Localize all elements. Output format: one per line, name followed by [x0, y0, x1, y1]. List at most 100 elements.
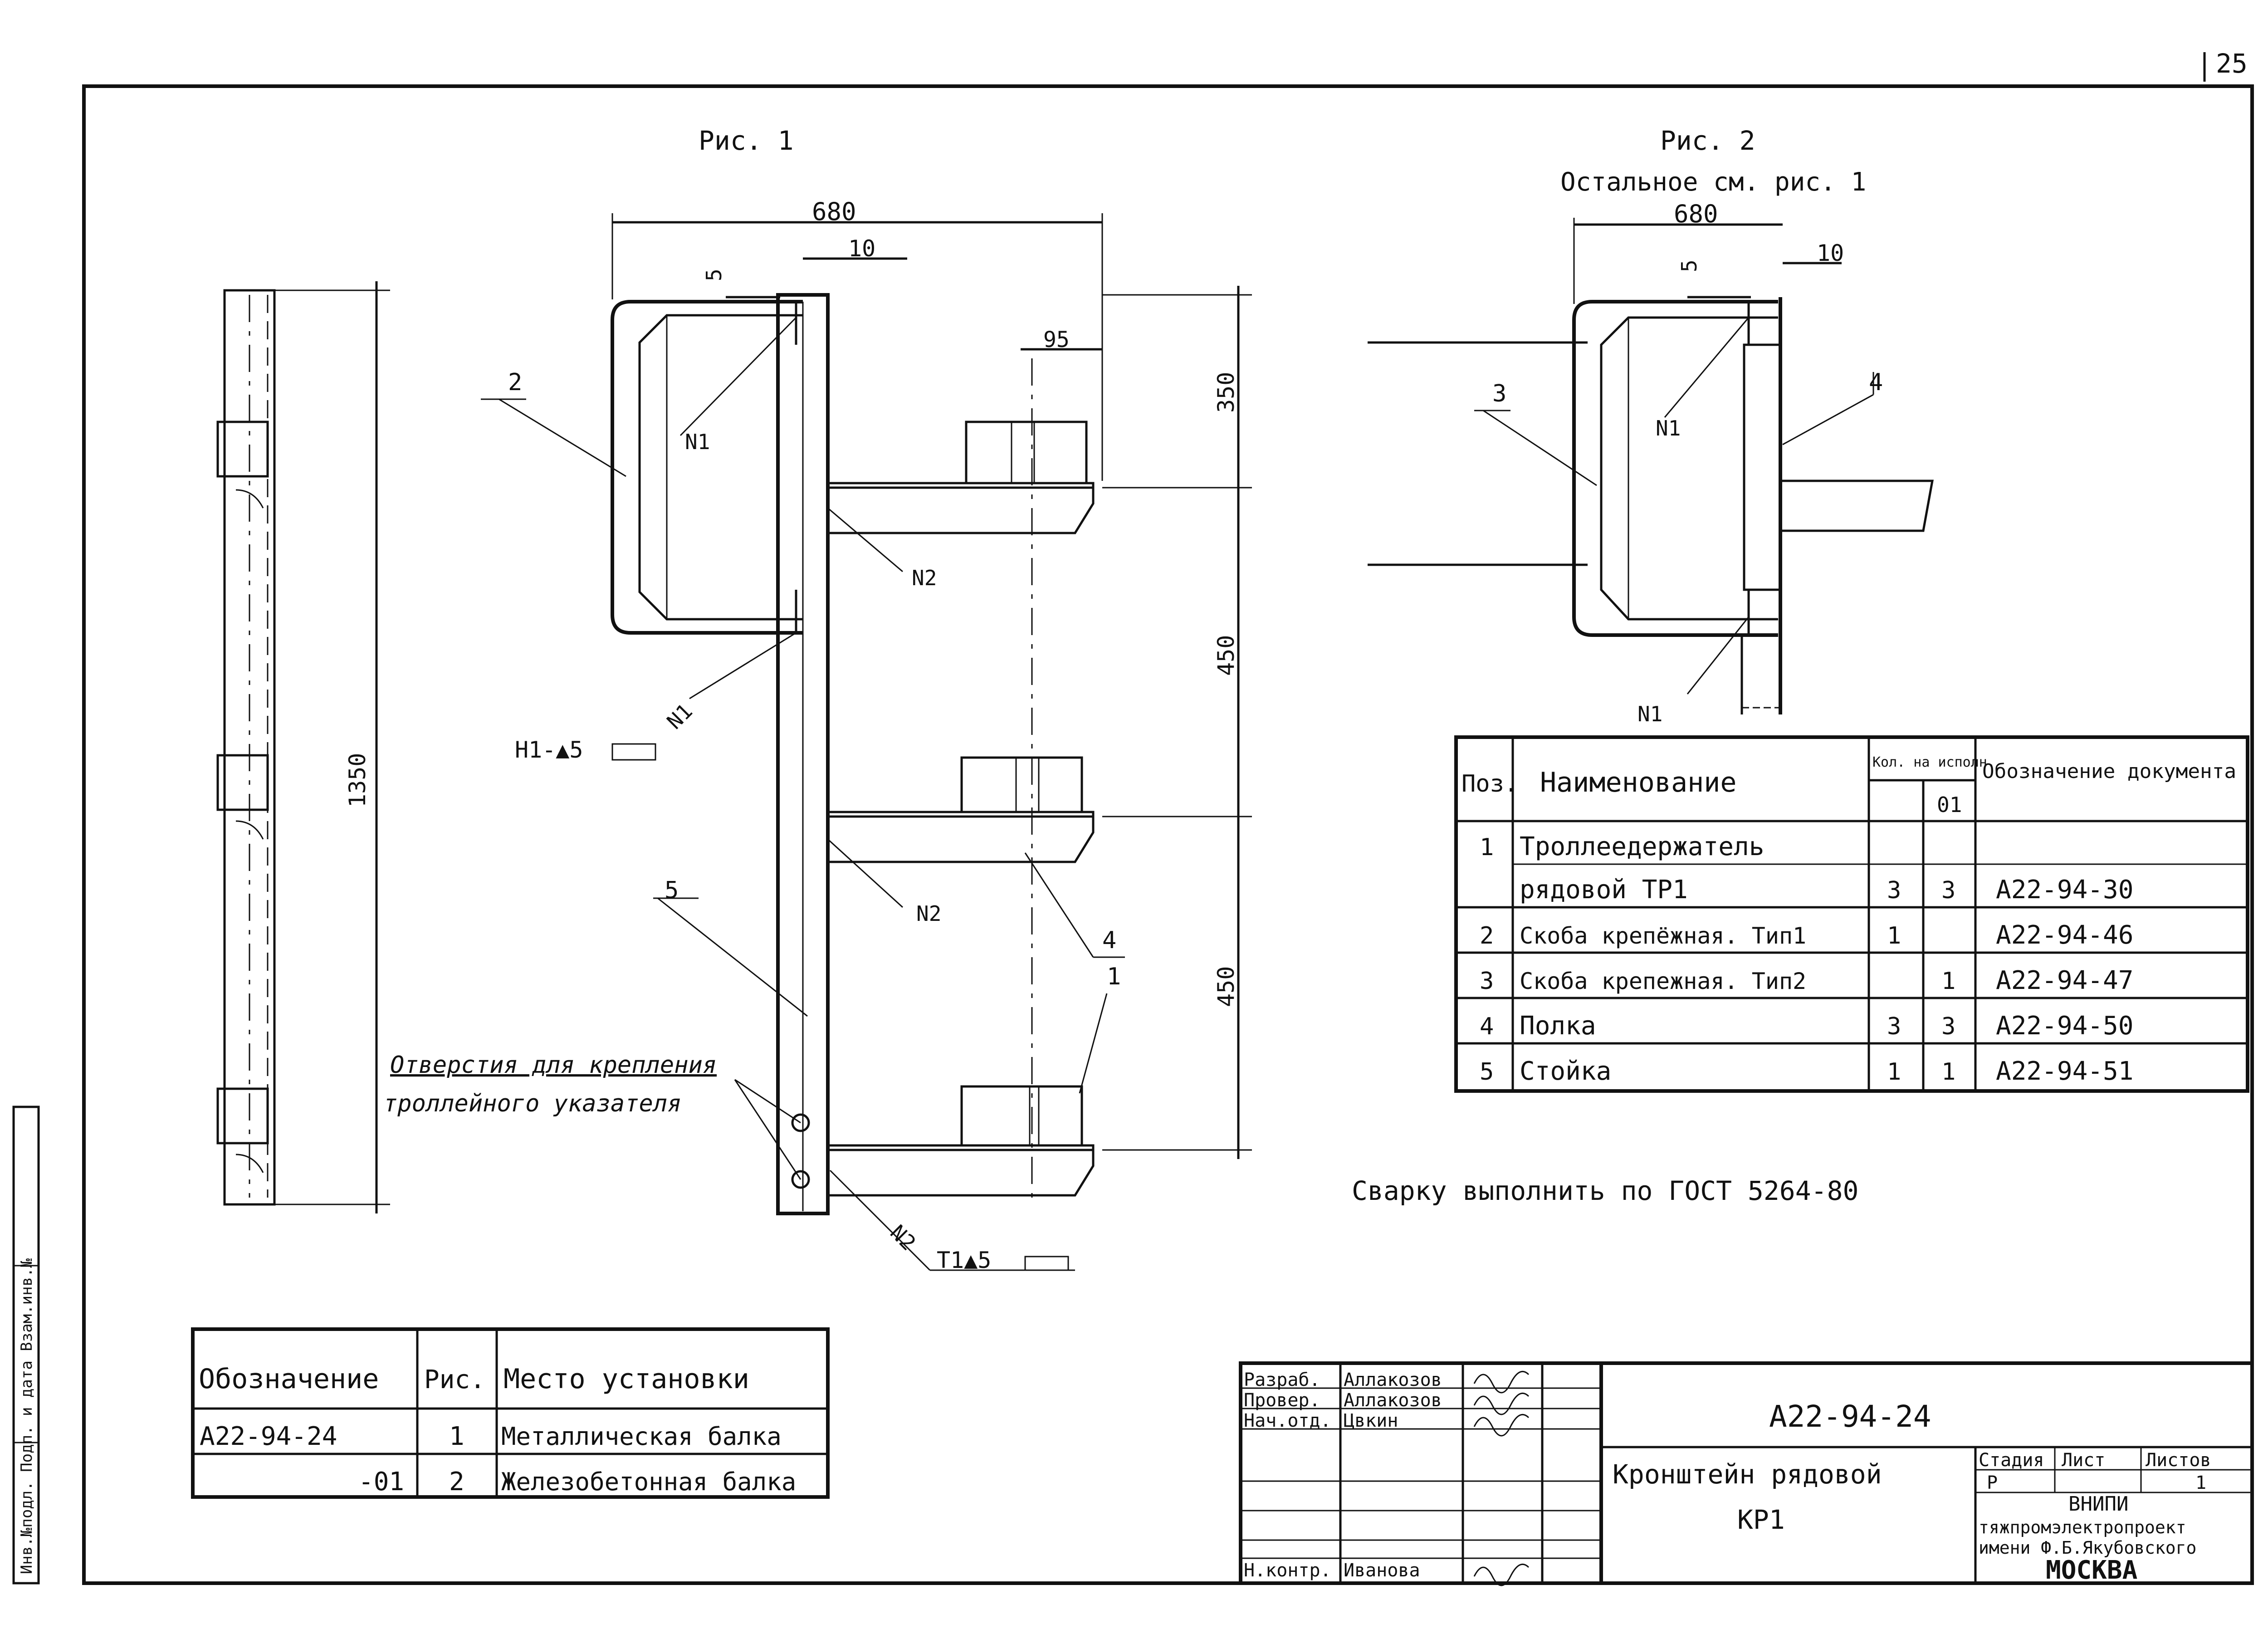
spec-row-q0: 3	[1887, 1013, 1901, 1040]
title-role: Провер.	[1244, 1390, 1320, 1411]
fig2-subtitle: Остальное см. рис. 1	[1560, 167, 1866, 197]
spec-row-doc: А22-94-51	[1996, 1057, 2133, 1086]
title-name: Иванова	[1344, 1560, 1420, 1581]
fig2-weld-n1-a: N1	[1656, 416, 1681, 440]
fig2-dim-10: 10	[1817, 240, 1844, 266]
title-name: Цвкин	[1344, 1410, 1398, 1431]
title-item-name-2: КР1	[1737, 1504, 1785, 1535]
spec-header-qty-sub: 01	[1937, 793, 1962, 817]
spec-row-q1: 1	[1941, 1058, 1955, 1086]
fig1-dim-10: 10	[848, 235, 875, 262]
variant-header-fig: Рис.	[424, 1365, 485, 1394]
spec-row-q0: 1	[1887, 1058, 1901, 1086]
fig1-weld-n2-a: N2	[912, 566, 937, 590]
spec-row-name: Стойка	[1520, 1057, 1611, 1086]
fig2-callout-3: 3	[1492, 380, 1506, 407]
variant-row-place: Металлическая балка	[501, 1422, 782, 1451]
title-name: Аллакозов	[1344, 1390, 1442, 1411]
fig1-holes-note-2: троллейного указателя	[383, 1090, 681, 1117]
spec-row-name: рядовой ТР1	[1520, 875, 1688, 905]
spec-table	[1454, 735, 2249, 1093]
title-stage-value: Р	[1987, 1473, 1998, 1493]
fig1-dim-450a: 450	[1213, 635, 1239, 676]
spec-row-doc: А22-94-46	[1996, 920, 2133, 950]
fig2-title: Рис. 2	[1660, 125, 1755, 156]
variant-row-fig: 2	[449, 1467, 464, 1497]
fig1-callout-2: 2	[508, 369, 522, 396]
spec-row-q1: 3	[1941, 1013, 1955, 1040]
fig1-dim-680: 680	[812, 197, 856, 226]
fig1-dim-5: 5	[702, 269, 726, 281]
side-stamp: Инв.№подл. Подп. и дата Взам.инв.№	[12, 1106, 40, 1585]
title-sheets-value: 1	[2195, 1473, 2206, 1493]
spec-rows: 1 Троллеедержатель рядовой ТР1 3 3 А22-9…	[1480, 832, 2133, 1086]
side-stamp-text: Инв.№подл. Подп. и дата Взам.инв.№	[18, 1258, 36, 1574]
fig2-callout-4: 4	[1869, 369, 1883, 396]
title-org-3: имени Ф.Б.Якубовского	[1979, 1538, 2196, 1558]
spec-row-pos: 5	[1480, 1058, 1494, 1086]
fig1-callout-1: 1	[1107, 963, 1121, 990]
fig1-weld-n1-top: N1	[685, 430, 710, 454]
spec-row-pos: 4	[1480, 1013, 1494, 1040]
fig2-bracket-view	[1368, 218, 1934, 714]
spec-row-pos: 1	[1480, 834, 1494, 861]
fig1-weld-n2-b: N2	[916, 901, 941, 926]
title-org-1: ВНИПИ	[2068, 1492, 2128, 1516]
spec-row-doc: А22-94-50	[1996, 1011, 2133, 1041]
fig2-dim-5: 5	[1677, 259, 1701, 272]
spec-row-q0: 3	[1887, 877, 1901, 904]
title-sheets-label: Листов	[2146, 1450, 2211, 1471]
fig1-dim-450b: 450	[1213, 966, 1239, 1007]
title-designation: А22-94-24	[1769, 1399, 1931, 1434]
variant-header-doc: Обозначение	[199, 1363, 379, 1395]
title-role: Разраб.	[1244, 1370, 1320, 1390]
fig1-bracket-view	[611, 213, 1252, 1215]
spec-row-name: Троллеедержатель	[1520, 832, 1764, 861]
spec-row-pos: 3	[1480, 968, 1494, 995]
fig1-dim-1350: 1350	[344, 753, 371, 807]
title-role: Н.контр.	[1244, 1560, 1331, 1581]
spec-row-name: Скоба крепёжная. Тип1	[1520, 923, 1806, 949]
weld-note: Сварку выполнить по ГОСТ 5264-80	[1352, 1175, 1858, 1206]
title-sheet-label: Лист	[2062, 1450, 2105, 1471]
spec-header-name: Наименование	[1540, 767, 1736, 798]
fig1-callout-4: 4	[1102, 927, 1116, 954]
fig1-weld-t1-box	[1024, 1256, 1069, 1271]
signatures	[1473, 1370, 1530, 1586]
page-number: 25	[2216, 48, 2248, 79]
title-org-2: тяжпромэлектропроект	[1979, 1517, 2186, 1537]
variant-row-fig: 1	[449, 1422, 464, 1451]
spec-row-doc: А22-94-47	[1996, 966, 2133, 995]
fig1-weld-n2-c: N2	[885, 1220, 920, 1255]
fig1-side-view: 1350	[216, 281, 390, 1213]
title-role: Нач.отд.	[1244, 1410, 1331, 1431]
fig1-weld-h1: Н1-▲5	[515, 737, 583, 763]
variant-row-place: Железобетонная балка	[501, 1468, 796, 1496]
spec-header-doc: Обозначение документа	[1982, 760, 2236, 783]
fig1-title: Рис. 1	[699, 125, 794, 156]
title-name: Аллакозов	[1344, 1370, 1442, 1390]
fig2-weld-n1-b: N1	[1637, 702, 1662, 726]
sheet-frame	[82, 84, 2254, 1585]
fig1-weld-n1-mid: N1	[662, 699, 697, 734]
spec-row-name: Полка	[1520, 1011, 1596, 1041]
fig1-weld-h1-box	[611, 743, 656, 761]
title-org-4: МОСКВА	[2046, 1556, 2137, 1585]
spec-header-qty: Кол. на исполн.	[1872, 754, 1995, 770]
fig2-leaders	[1474, 317, 1874, 695]
variant-table	[191, 1327, 830, 1499]
variant-header-place: Место установки	[503, 1363, 749, 1395]
spec-row-q1: 3	[1941, 877, 1955, 904]
spec-row-q1: 1	[1941, 968, 1955, 995]
title-item-name-1: Кронштейн рядовой	[1613, 1459, 1882, 1490]
spec-row-name: Скоба крепежная. Тип2	[1520, 968, 1806, 994]
fig1-callout-5: 5	[665, 877, 679, 904]
title-stage-label: Стадия	[1979, 1450, 2044, 1471]
spec-row-q0: 1	[1887, 922, 1901, 949]
spec-header-pos: Поз.	[1461, 770, 1518, 797]
fig1-dim-350: 350	[1213, 372, 1239, 413]
variant-row-doc: А22-94-24	[200, 1422, 337, 1451]
fig1-weld-t1: Т1▲5	[937, 1247, 991, 1273]
fig1-holes-note-1: Отверстия для крепления	[390, 1052, 717, 1079]
